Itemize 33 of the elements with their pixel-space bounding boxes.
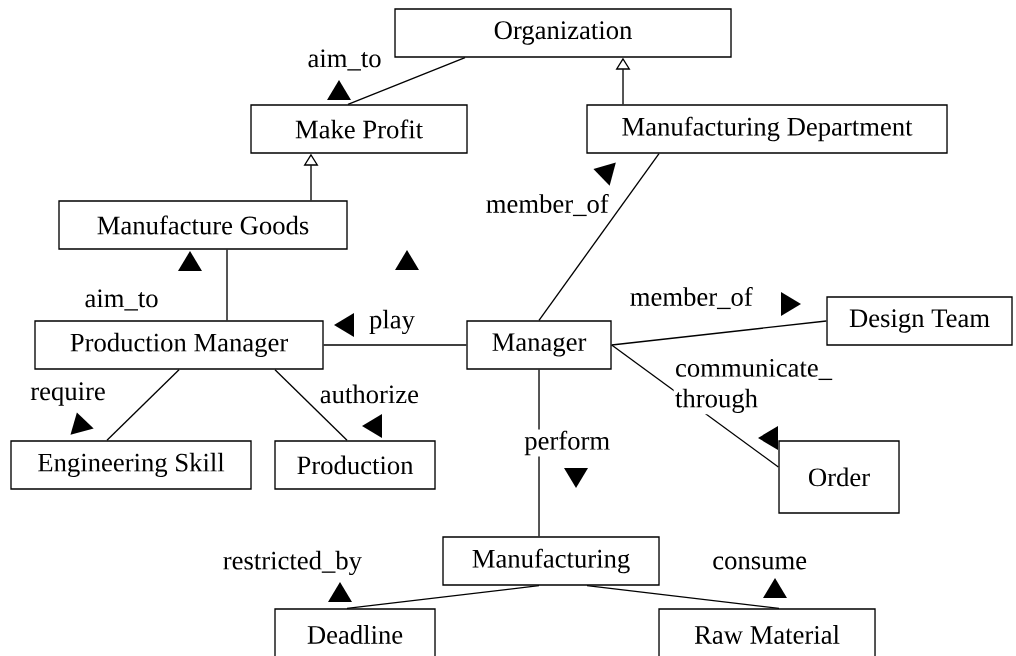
edge-label: member_of xyxy=(484,192,609,218)
connector-line xyxy=(226,249,228,321)
connector-line xyxy=(346,585,540,609)
edge-label: perform xyxy=(522,429,610,457)
edge-label: require xyxy=(28,381,106,407)
connector-line xyxy=(586,585,780,609)
concept-box: Manufacture Goods xyxy=(58,200,348,250)
concept-box: Raw Material xyxy=(658,608,876,656)
concept-box: Manufacturing Department xyxy=(586,104,948,154)
edge-label: member_of xyxy=(628,285,753,311)
edge-label: aim_to xyxy=(306,48,381,72)
connector-line xyxy=(106,369,180,441)
connector-line xyxy=(323,344,467,346)
edge-label: aim_to xyxy=(83,288,158,312)
concept-box: Engineering Skill xyxy=(10,440,252,490)
edge-label: play xyxy=(367,308,415,336)
edge-label: authorize xyxy=(318,383,419,405)
concept-box: Order xyxy=(778,440,900,514)
connector-line xyxy=(347,57,466,105)
concept-box: Manager xyxy=(466,320,612,370)
concept-box: Production Manager xyxy=(34,320,324,370)
connector-line xyxy=(538,153,660,321)
concept-box: Deadline xyxy=(274,608,436,656)
edge-label: restricted_by xyxy=(221,549,362,577)
edge-label: communicate_ through xyxy=(673,357,833,415)
connector-line xyxy=(274,369,348,441)
concept-box: Organization xyxy=(394,8,732,58)
concept-box: Production xyxy=(274,440,436,490)
connector-line xyxy=(611,320,827,346)
edge-label: consume xyxy=(710,555,807,571)
concept-box: Design Team xyxy=(826,296,1013,346)
concept-box: Manufacturing xyxy=(442,536,660,586)
concept-box: Make Profit xyxy=(250,104,468,154)
